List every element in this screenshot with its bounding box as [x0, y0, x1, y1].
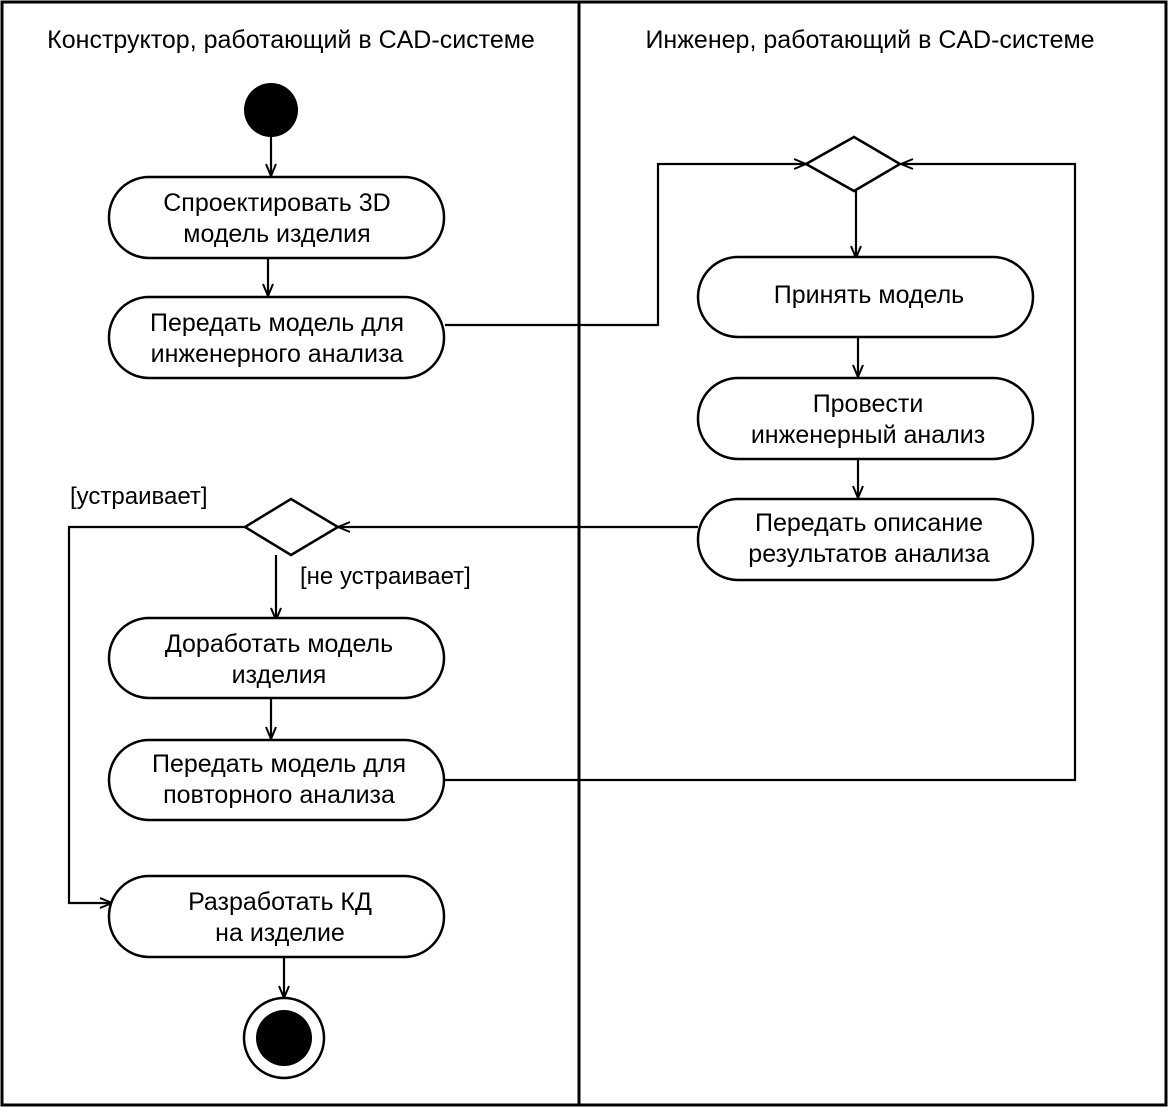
activity-refine-model-line2: изделия [232, 661, 327, 689]
activity-design-model-line2: модель изделия [183, 220, 370, 248]
merge-node [803, 135, 903, 193]
activity-send-for-analysis-line1: Передать модель для [150, 309, 404, 337]
activity-design-model [107, 175, 446, 260]
activity-perform-analysis [696, 376, 1035, 461]
activity-send-for-analysis [107, 295, 446, 380]
flow-send-to-merge [445, 164, 806, 327]
activity-refine-model [107, 616, 446, 700]
flow-repeat-to-merge [445, 164, 1077, 782]
activity-send-results-line2: результатов анализа [748, 540, 990, 568]
activity-send-results [696, 497, 1035, 582]
activity-develop-kd [107, 874, 446, 959]
initial-node [244, 83, 298, 137]
activity-send-for-repeat-analysis-line2: повторного анализа [163, 781, 395, 809]
activity-send-for-repeat-analysis [107, 738, 446, 822]
activity-perform-analysis-line1: Провести [813, 390, 924, 418]
activity-perform-analysis-line2: инженерный анализ [751, 421, 985, 449]
activity-send-results-line1: Передать описание [755, 509, 983, 537]
lane-title-engineer: Инженер, работающий в CAD-системе [645, 26, 1094, 54]
guard-ok: [устраивает] [70, 483, 208, 510]
activity-send-for-repeat-analysis-line1: Передать модель для [152, 750, 406, 778]
activity-accept-model [696, 255, 1035, 339]
lane-title-designer: Конструктор, работающий в CAD-системе [47, 26, 535, 54]
activity-refine-model-line1: Доработать модель [165, 630, 393, 658]
activity-accept-model-line1: Принять модель [774, 281, 964, 309]
final-node [256, 1010, 312, 1066]
decision-node [242, 497, 341, 557]
flow-decision-to-kd [67, 525, 245, 903]
activity-send-for-analysis-line2: инженерного анализа [151, 340, 404, 368]
activity-develop-kd-line2: на изделие [215, 919, 345, 947]
activity-develop-kd-line1: Разработать КД [188, 888, 372, 916]
activity-design-model-line1: Спроектировать 3D [163, 189, 390, 217]
guard-not-ok: [не устраивает] [300, 563, 471, 590]
